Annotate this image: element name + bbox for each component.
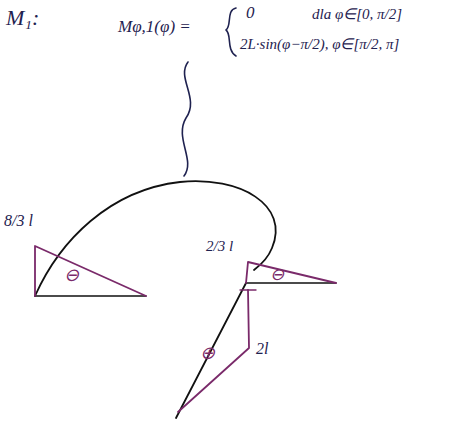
- sign-symbol: ⊖: [64, 266, 79, 286]
- formula-text: 2L·sin(φ−π/2), φ∈[π/2, π]: [240, 36, 399, 53]
- baseline: [35, 295, 146, 297]
- strut-member: [176, 283, 246, 418]
- baseline: [246, 282, 336, 284]
- leader-line: [182, 62, 190, 176]
- moment-triangle: [178, 290, 249, 412]
- dimension-label: 2/3 l: [206, 238, 233, 255]
- moment-tick: [240, 289, 256, 290]
- sign-symbol: ⊖: [270, 266, 284, 285]
- diagram-title: M₁:: [6, 6, 39, 30]
- formula-text: dla φ∈[0, π/2]: [312, 6, 402, 23]
- moment-triangle: [246, 262, 336, 283]
- brace: [226, 8, 236, 56]
- dimension-label: 8/3 l: [4, 212, 33, 230]
- formula-text: 0: [246, 4, 255, 23]
- arch-member: [35, 181, 276, 296]
- moment-triangle: [35, 246, 146, 296]
- sign-symbol: ⊕: [200, 344, 215, 364]
- formula-text: Mφ,1(φ) =: [118, 18, 191, 37]
- dimension-label: 2l: [256, 340, 268, 358]
